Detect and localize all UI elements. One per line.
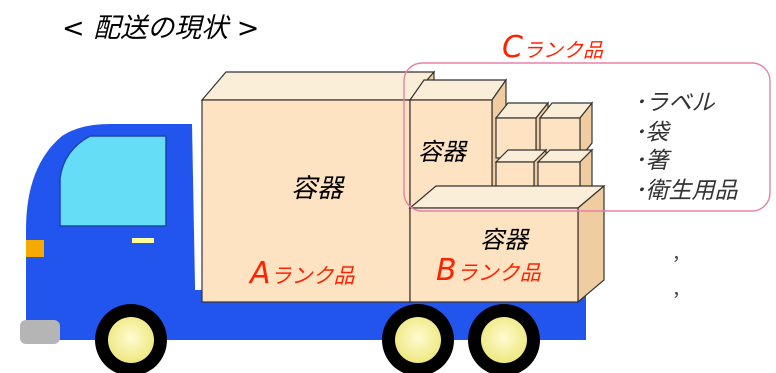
c-item: ･衛生用品 xyxy=(634,178,739,204)
box-b xyxy=(408,184,606,304)
box-a-rank-suffix: ランク品 xyxy=(271,264,356,288)
c-item-list: ･ラベル ･袋 ･箸 ･衛生用品 xyxy=(634,90,739,204)
rear-wheel-1-hub xyxy=(395,317,441,363)
c-rank-letter: C xyxy=(502,30,523,65)
c-rank-suffix: ランク品 xyxy=(523,38,604,62)
page-title: < 配送の現状 > xyxy=(62,13,259,44)
box-b-label: 容器 xyxy=(480,226,530,254)
box-b-rank-suffix: ランク品 xyxy=(457,261,542,285)
bumper xyxy=(20,320,60,344)
rear-wheel-2-hub xyxy=(481,317,527,363)
c-item: ･箸 xyxy=(634,148,673,174)
c-item: ･ラベル xyxy=(634,90,716,116)
continuation-mark: ， xyxy=(672,244,690,265)
door-handle xyxy=(132,238,154,243)
box-a-rank: Aランク品 xyxy=(248,256,356,291)
truck-window xyxy=(59,135,167,227)
box-c-label: 容器 xyxy=(418,138,468,166)
c-rank-title: Cランク品 xyxy=(502,30,604,65)
box-b-rank-letter: B xyxy=(436,253,457,288)
box-a-label: 容器 xyxy=(291,174,345,204)
box-b-rank: Bランク品 xyxy=(436,253,542,288)
c-rank-highlight xyxy=(403,62,771,212)
box-a-rank-letter: A xyxy=(248,256,271,291)
c-item: ･袋 xyxy=(634,120,672,146)
continuation-mark: ， xyxy=(672,280,690,301)
headlight xyxy=(26,240,44,257)
front-wheel-hub xyxy=(108,317,154,363)
